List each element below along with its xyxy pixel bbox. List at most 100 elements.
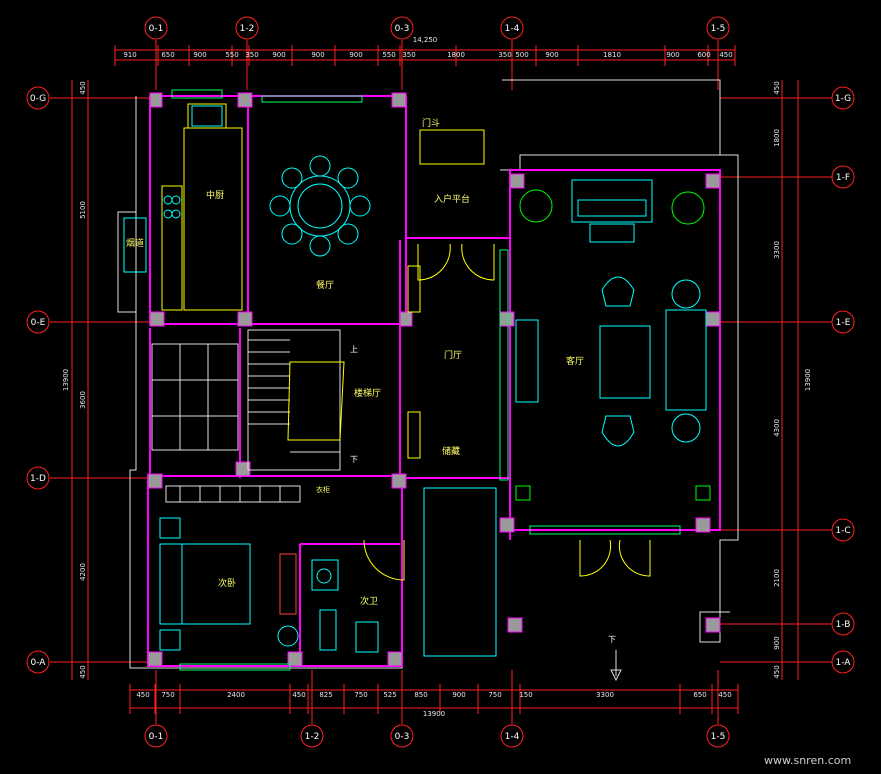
room-label-kitchen: 中厨 [206,189,224,201]
wardrobe [165,485,301,503]
grid-label-top-5: 1-5 [711,24,726,34]
grid-label-top-1: 0-1 [149,24,164,34]
top-dim-12: 350 [498,51,511,59]
bottom-dim-13: 650 [693,691,706,699]
grid-bubbles [26,16,855,748]
bottom-total-dimension: 13900 [423,710,445,718]
room-label-bedroom: 次卧 [218,577,236,589]
top-dim-9: 550 [382,51,395,59]
left-dim-5: 450 [79,665,87,678]
top-dim-18: 450 [719,51,732,59]
right-dim-2: 1800 [773,129,781,147]
bottom-dim-2: 750 [161,691,174,699]
right-dim-4: 4300 [773,419,781,437]
room-label-flue: 烟道 [126,237,144,249]
left-total-dimension: 13900 [62,369,70,391]
top-dim-13: 500 [515,51,528,59]
bottom-dim-5: 825 [319,691,332,699]
right-total-dimension: 13900 [804,369,812,391]
bath-fixtures [311,559,379,653]
right-dim-1: 450 [773,81,781,94]
grid-label-left-2: 0-E [31,318,46,328]
grid-label-left-1: 0-G [30,94,46,104]
top-dim-2: 650 [161,51,174,59]
bottom-dim-3: 2400 [227,691,245,699]
top-dim-4: 550 [225,51,238,59]
left-dim-2: 5100 [79,201,87,219]
top-dim-8: 900 [349,51,362,59]
grid-label-right-4: 1-C [835,526,850,536]
stair-up-label: 上 [350,345,358,354]
grid-label-left-4: 0-A [31,658,47,668]
bottom-dim-11: 150 [519,691,532,699]
grid-label-bottom-3: 0-3 [395,732,410,742]
bottom-dim-10: 750 [488,691,501,699]
right-dim-3: 3300 [773,241,781,259]
storage-grid [151,343,239,451]
bedroom-cabinet [279,553,297,615]
grid-label-right-3: 1-E [836,318,851,328]
axis-lines [50,40,832,724]
grid-label-bottom-2: 1-2 [305,732,320,742]
top-dim-10: 350 [402,51,415,59]
room-label-entry-platform: 入户平台 [434,193,470,205]
dimension-lines [71,45,799,714]
bottom-dim-12: 3300 [596,691,614,699]
bottom-dim-7: 525 [383,691,396,699]
left-dim-4: 4200 [79,563,87,581]
grid-label-left-3: 1-D [30,474,46,484]
room-label-dining: 餐厅 [316,279,334,291]
right-dim-5: 2100 [773,569,781,587]
top-total-dimension: 14,250 [413,36,438,44]
entry-down-label: 下 [608,635,616,644]
entry-arrow-head [610,669,622,682]
room-label-living: 客厅 [566,355,584,367]
grid-label-top-3: 0-3 [395,24,410,34]
grid-label-bottom-4: 1-4 [505,732,520,742]
right-dim-7: 450 [773,665,781,678]
top-dim-14: 900 [545,51,558,59]
top-dim-7: 900 [311,51,324,59]
left-dim-1: 450 [79,81,87,94]
lower-area [423,487,497,657]
top-dim-3: 900 [193,51,206,59]
living-furniture [515,179,707,447]
bottom-dim-6: 750 [354,691,367,699]
columns [147,92,721,667]
grid-label-right-5: 1-B [836,620,851,630]
dining-table [269,155,371,257]
kitchen-counters [161,103,243,311]
stair-landing [287,361,345,441]
bottom-dim-14: 450 [718,691,731,699]
top-dim-17: 600 [697,51,710,59]
room-label-bath: 次卫 [360,595,378,607]
bedroom-furniture [159,517,299,651]
bottom-dim-1: 450 [136,691,149,699]
room-label-stair-hall: 楼梯厅 [354,387,381,399]
stair-down-label: 下 [350,455,358,464]
bottom-dim-4: 450 [292,691,305,699]
top-dim-1: 910 [123,51,136,59]
windows [171,89,681,671]
right-dim-6: 900 [773,636,781,649]
kitchen-fixtures [123,105,223,273]
room-label-foyer: 门厅 [444,349,462,361]
left-dim-3: 3600 [79,391,87,409]
stairs [247,329,341,471]
grid-label-top-2: 1-2 [240,24,255,34]
top-dim-16: 900 [666,51,679,59]
grid-label-bottom-1: 0-1 [149,732,164,742]
room-label-door: 门斗 [422,117,440,129]
bottom-dim-9: 900 [452,691,465,699]
plants [515,189,711,501]
grid-label-bottom-5: 1-5 [711,732,726,742]
grid-label-top-4: 1-4 [505,24,520,34]
outer-outline [117,79,739,669]
top-dim-6: 900 [272,51,285,59]
grid-label-right-6: 1-A [836,658,852,668]
top-dim-15: 1810 [603,51,621,59]
top-dim-11: 1800 [447,51,465,59]
room-label-closet: 衣柜 [316,485,330,494]
top-dim-5: 350 [245,51,258,59]
